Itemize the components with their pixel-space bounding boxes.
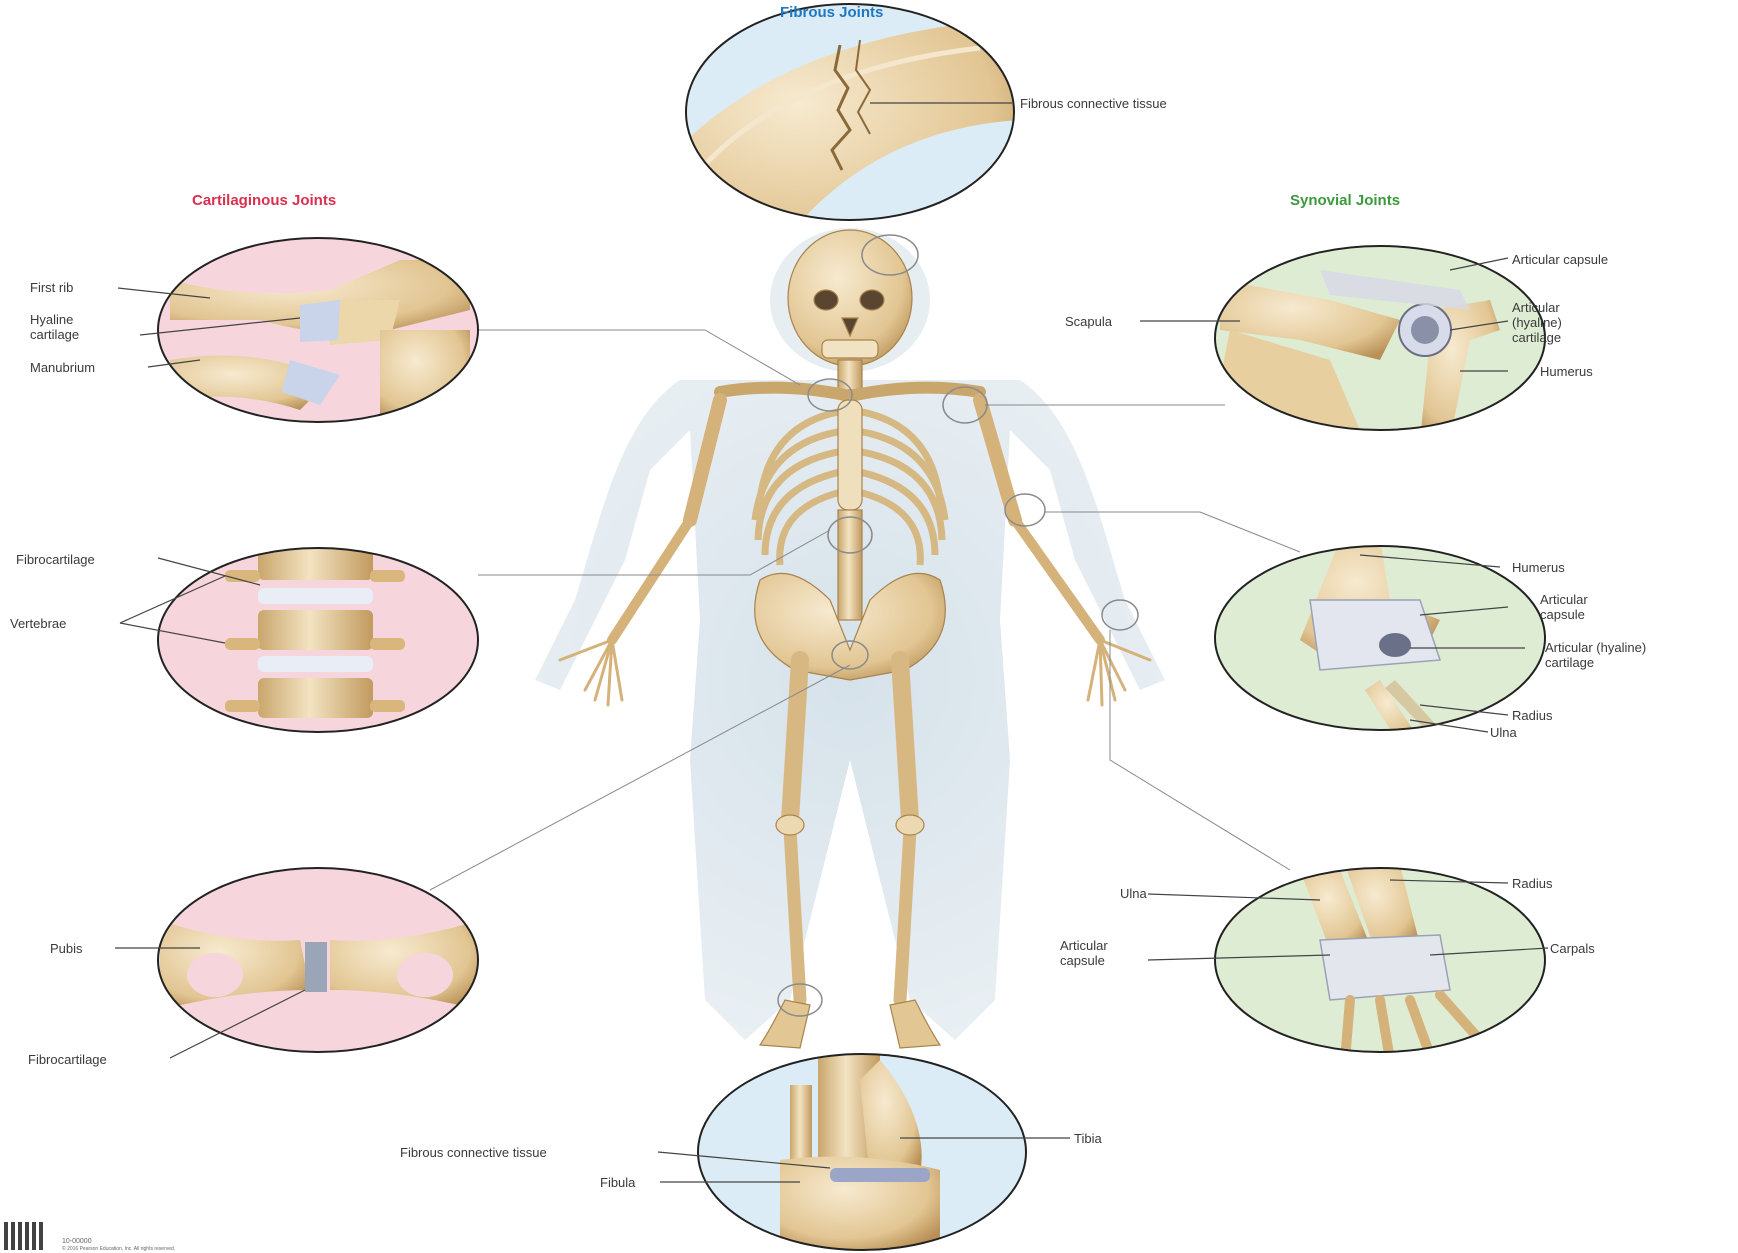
label-tibia: Tibia (1074, 1131, 1102, 1146)
qr-code-icon (4, 1222, 44, 1250)
label-skull-fibrous-tissue: Fibrous connective tissue (1020, 96, 1167, 111)
label-ulna-wrist: Ulna (1120, 886, 1147, 901)
label-carpals: Carpals (1550, 941, 1595, 956)
synovial-shoulder-inset (1215, 246, 1545, 440)
label-articular-hyaline-elbow: Articular (hyaline) cartilage (1545, 640, 1646, 670)
label-fibrocartilage-spine: Fibrocartilage (16, 552, 95, 567)
label-ulna-elbow: Ulna (1490, 725, 1517, 740)
label-fibrocartilage-pubic: Fibrocartilage (28, 1052, 107, 1067)
synovial-elbow-inset (1215, 540, 1545, 745)
label-articular-hyaline-shoulder: Articular (hyaline) cartilage (1512, 300, 1562, 345)
cartilaginous-pubic-inset (158, 868, 480, 1052)
fibrous-ankle-inset (698, 1050, 1026, 1250)
label-first-rib: First rib (30, 280, 73, 295)
cartilaginous-spine-inset (158, 540, 478, 732)
label-vertebrae: Vertebrae (10, 616, 66, 631)
label-articular-capsule-elbow: Articular capsule (1540, 592, 1588, 622)
footer-copyright: © 2016 Pearson Education, Inc. All right… (62, 1246, 175, 1252)
heading-synovial-joints: Synovial Joints (1290, 192, 1400, 209)
label-fibula: Fibula (600, 1175, 635, 1190)
label-manubrium: Manubrium (30, 360, 95, 375)
label-pubis: Pubis (50, 941, 83, 956)
label-humerus-shoulder: Humerus (1540, 364, 1593, 379)
sternum (838, 400, 862, 510)
synovial-wrist-inset (1215, 865, 1545, 1060)
heading-cartilaginous-joints: Cartilaginous Joints (192, 192, 336, 209)
label-scapula: Scapula (1065, 314, 1112, 329)
label-radius-wrist: Radius (1512, 876, 1552, 891)
label-ankle-fibrous-tissue: Fibrous connective tissue (400, 1145, 547, 1160)
label-hyaline-cartilage: Hyaline cartilage (30, 312, 79, 342)
label-articular-capsule-shoulder: Articular capsule (1512, 252, 1608, 267)
cartilaginous-rib-inset (158, 238, 478, 422)
label-radius-elbow: Radius (1512, 708, 1552, 723)
skeleton (560, 230, 1150, 1048)
label-articular-capsule-wrist: Articular capsule (1060, 938, 1108, 968)
label-humerus-elbow: Humerus (1512, 560, 1565, 575)
footer-code: 10-00000 (62, 1238, 92, 1245)
fibrous-skull-inset (650, 4, 1020, 260)
heading-fibrous-joints: Fibrous Joints (780, 4, 883, 21)
